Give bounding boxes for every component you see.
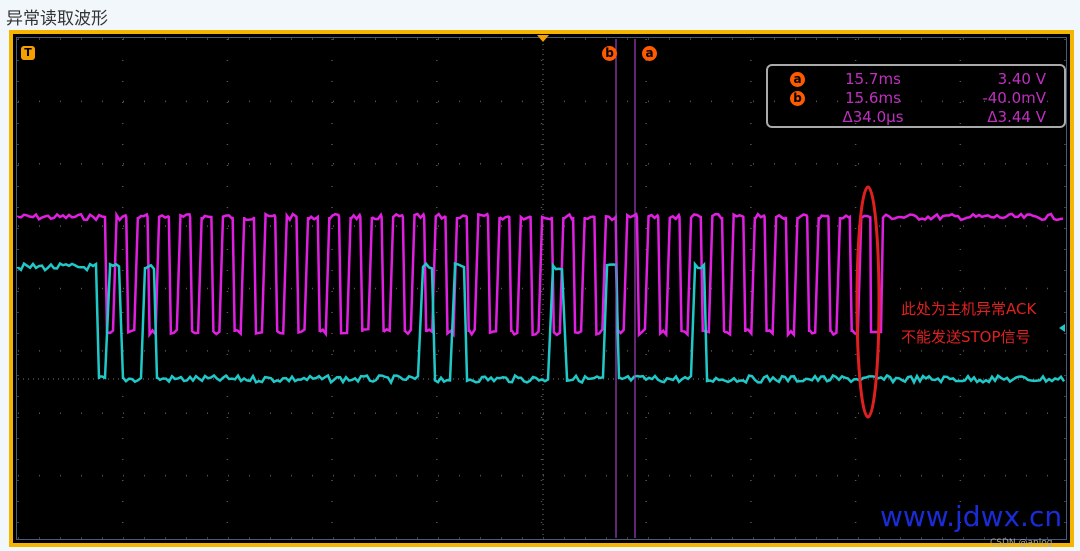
cursor-b-value: -40.0mV xyxy=(982,89,1046,107)
cursor-readout: a 15.7ms 3.40 V b 15.6ms -40.0mV Δ34.0µs… xyxy=(766,64,1066,128)
readout-row-delta: Δ34.0µs Δ3.44 V xyxy=(768,108,1064,127)
annotation-ellipse xyxy=(855,185,881,419)
delta-time: Δ34.0µs xyxy=(842,108,904,126)
waveform-display xyxy=(16,35,1066,539)
watermark-site: www.jdwx.cn xyxy=(880,500,1063,533)
readout-row-b: b 15.6ms -40.0mV xyxy=(768,89,1064,108)
scl-waveform-ch1 xyxy=(16,210,1064,339)
cursor-a-time: 15.7ms xyxy=(845,70,901,88)
page-title: 异常读取波形 xyxy=(6,9,108,29)
cursor-b-marker[interactable]: b xyxy=(602,46,617,61)
annotation-line-1: 此处为主机异常ACK xyxy=(901,300,1037,318)
sda-waveform-ch2 xyxy=(16,260,1066,386)
delta-value: Δ3.44 V xyxy=(987,108,1046,126)
trigger-position-icon: T xyxy=(21,46,35,60)
cursor-a-marker[interactable]: a xyxy=(642,46,657,61)
trigger-time-icon xyxy=(537,35,549,42)
cursor-a-value: 3.40 V xyxy=(997,70,1046,88)
watermark-csdn: CSDN @anlog xyxy=(990,538,1053,548)
cursor-b-time: 15.6ms xyxy=(845,89,901,107)
readout-row-a: a 15.7ms 3.40 V xyxy=(768,70,1064,89)
cursor-b-badge: b xyxy=(790,91,805,106)
cursor-a-badge: a xyxy=(790,72,805,87)
annotation-line-2: 不能发送STOP信号 xyxy=(901,328,1031,346)
trigger-level-icon xyxy=(1059,324,1065,332)
oscilloscope-screen: T b a a 15.7ms 3.40 V b 15.6ms -40.0mV Δ… xyxy=(9,30,1074,547)
